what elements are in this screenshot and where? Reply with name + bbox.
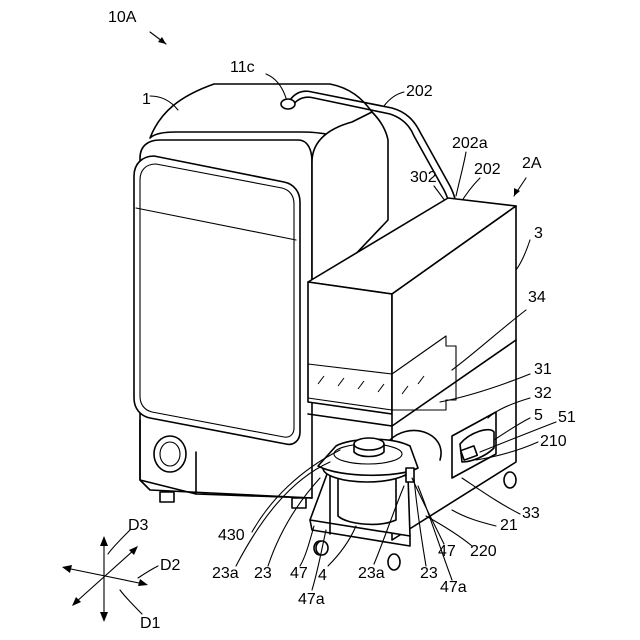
- label-202-top: 202: [406, 83, 433, 100]
- label-23-left: 23: [254, 565, 272, 582]
- axis-d3: D3: [128, 517, 149, 534]
- figure-ref-label: 10A: [108, 9, 137, 26]
- leader-d1: [120, 590, 142, 614]
- label-34: 34: [528, 289, 546, 306]
- direction-axes: [62, 536, 148, 622]
- axis-d2: D2: [160, 557, 181, 574]
- label-51: 51: [558, 409, 576, 426]
- label-31: 31: [534, 361, 552, 378]
- leader-2A-arrow: [514, 178, 526, 196]
- leader-202-top: [384, 92, 404, 106]
- label-1: 1: [142, 91, 151, 108]
- label-3: 3: [534, 225, 543, 242]
- label-47-right: 47: [438, 543, 456, 560]
- label-32: 32: [534, 385, 552, 402]
- label-21: 21: [500, 517, 518, 534]
- label-47a-right: 47a: [440, 579, 467, 596]
- leader-4: [328, 526, 356, 566]
- label-202-right: 202: [474, 161, 501, 178]
- label-220: 220: [470, 543, 497, 560]
- label-202a: 202a: [452, 135, 488, 152]
- leader-47-left: [300, 526, 314, 566]
- label-302: 302: [410, 169, 437, 186]
- label-430: 430: [218, 527, 245, 544]
- label-2A: 2A: [522, 155, 542, 172]
- axis-d1: D1: [140, 615, 161, 632]
- figure-ref-arrow: [150, 32, 166, 44]
- label-210: 210: [540, 433, 567, 450]
- label-47-left: 47: [290, 565, 308, 582]
- leader-21: [452, 510, 496, 526]
- label-23-right: 23: [420, 565, 438, 582]
- leader-202a: [456, 152, 466, 196]
- leader-d3: [108, 530, 130, 554]
- label-4: 4: [318, 567, 327, 584]
- label-11c: 11c: [230, 59, 255, 76]
- leader-d2: [138, 566, 158, 578]
- label-5: 5: [534, 407, 543, 424]
- label-33: 33: [522, 505, 540, 522]
- label-23a-right: 23a: [358, 565, 385, 582]
- label-47a-left: 47a: [298, 591, 325, 608]
- label-23a-left: 23a: [212, 565, 239, 582]
- leader-3: [516, 240, 530, 270]
